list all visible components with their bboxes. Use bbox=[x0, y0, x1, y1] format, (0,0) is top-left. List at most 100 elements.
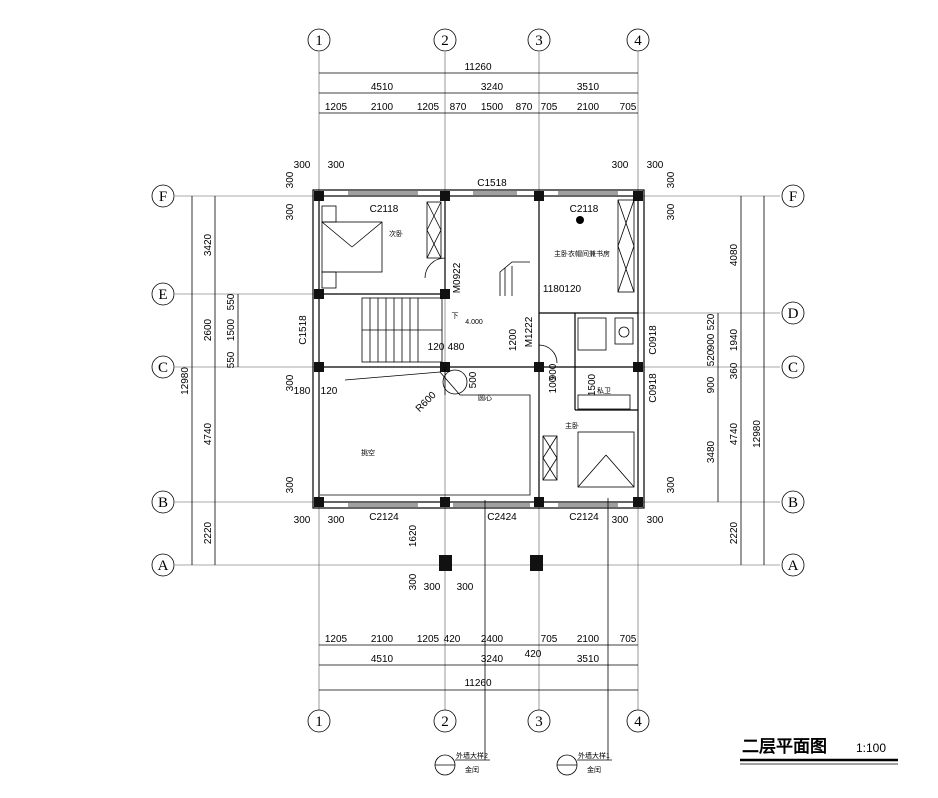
dim-bottom-bay-2: 3240 bbox=[481, 654, 504, 665]
label-void: 挑空 bbox=[361, 448, 375, 457]
label-down: 下 bbox=[452, 312, 459, 320]
dim-left-c-120: 120 bbox=[321, 386, 338, 397]
code-c1518-left: C1518 bbox=[298, 315, 309, 345]
detail-left-sub: 金闰 bbox=[465, 765, 479, 774]
dim-top-detail-6: 870 bbox=[516, 102, 533, 113]
code-c2124-left: C2124 bbox=[369, 512, 399, 523]
dim-top-detail-7: 705 bbox=[541, 102, 558, 113]
dim-corner-tl-4: 300 bbox=[285, 203, 296, 220]
axis-label-F-right: F bbox=[789, 189, 797, 205]
dim-center-1180120: 1180120 bbox=[543, 284, 582, 295]
axis-bubbles-top: 1 2 3 4 bbox=[307, 28, 650, 52]
axis-label-1-top: 1 bbox=[315, 33, 323, 49]
dim-right-bay-3: 360 bbox=[729, 362, 740, 379]
dim-top-detail-9: 705 bbox=[620, 102, 637, 113]
dim-center-500: 500 bbox=[468, 371, 479, 388]
detail-right-text: 外墙大样1 bbox=[578, 751, 610, 760]
dim-top-detail-2: 2100 bbox=[371, 102, 394, 113]
dim-top-detail-5: 1500 bbox=[481, 102, 504, 113]
dim-top-bay-3: 3510 bbox=[577, 82, 600, 93]
dim-left-bay-1: 3420 bbox=[203, 233, 214, 256]
dim-left-total: 12980 bbox=[180, 367, 191, 395]
drawing-title: 二层平面图 1:100 bbox=[740, 737, 898, 765]
axis-label-4-top: 4 bbox=[634, 33, 642, 49]
dim-right-bay-5: 2220 bbox=[729, 521, 740, 544]
room-labels: 次卧 主卧衣帽间兼书房 挑空 主卧 私卫 下 4.000 圆心 bbox=[361, 229, 611, 457]
dim-right-bay-1: 4080 bbox=[729, 243, 740, 266]
axis-label-A-left: A bbox=[158, 558, 169, 574]
label-master-bed: 主卧 bbox=[565, 421, 579, 430]
code-c0918-b: C0918 bbox=[648, 373, 659, 403]
axis-label-1-bottom: 1 bbox=[315, 714, 323, 730]
dim-top-detail-8: 2100 bbox=[577, 102, 600, 113]
code-c0918-a: C0918 bbox=[648, 325, 659, 355]
dim-center-480: 480 bbox=[448, 342, 465, 353]
dim-corner-bl-1: 300 bbox=[285, 476, 296, 493]
dim-right-bay-2: 1940 bbox=[729, 328, 740, 351]
axis-label-4-bottom: 4 bbox=[634, 714, 642, 730]
dim-left-bay-3: 4740 bbox=[203, 422, 214, 445]
dim-bottom-1620: 1620 bbox=[408, 524, 419, 547]
dim-bottom-extra: 420 bbox=[525, 649, 542, 660]
dim-top-bay-2: 3240 bbox=[481, 82, 504, 93]
opening-codes: C1518 C2118 C2118 M0922 C1518 M1222 C091… bbox=[298, 178, 659, 523]
axis-label-3-bottom: 3 bbox=[535, 714, 543, 730]
dim-right-detail-3: 520 bbox=[706, 313, 717, 330]
dim-bottom-detail-2: 2100 bbox=[371, 634, 394, 645]
dim-right-detail-4: 900 bbox=[706, 333, 717, 350]
dim-corner-tl-3: 300 bbox=[285, 171, 296, 188]
axis-label-2-bottom: 2 bbox=[441, 714, 449, 730]
axis-label-A-right: A bbox=[788, 558, 799, 574]
dimensions-top: 11260 4510 3240 3510 1205 2100 1205 870 … bbox=[319, 62, 638, 114]
label-private-bath: 私卫 bbox=[597, 386, 611, 395]
detail-references: 外墙大样2 金闰 外墙大样1 金闰 bbox=[434, 498, 612, 776]
axis-label-E-left: E bbox=[158, 287, 167, 303]
label-master-suite: 主卧衣帽间兼书房 bbox=[554, 249, 610, 258]
dim-bottom-detail-8: 705 bbox=[620, 634, 637, 645]
axis-label-F-left: F bbox=[159, 189, 167, 205]
dim-left-c-180: 180 bbox=[294, 386, 311, 397]
dim-bottom-bay-3: 3510 bbox=[577, 654, 600, 665]
dim-top-detail-4: 870 bbox=[450, 102, 467, 113]
dim-left-detail-2: 1500 bbox=[226, 318, 237, 341]
dim-corner-br-3: 300 bbox=[666, 476, 677, 493]
code-m1222: M1222 bbox=[524, 316, 535, 347]
axis-label-B-left: B bbox=[158, 495, 168, 511]
code-c2118-left: C2118 bbox=[370, 204, 399, 215]
misc-dimensions: 300 300 300 300 300 300 300 300 300 180 … bbox=[285, 160, 677, 593]
axis-label-3-top: 3 bbox=[535, 33, 543, 49]
dim-left-detail-3: 550 bbox=[226, 351, 237, 368]
title-scale: 1:100 bbox=[856, 741, 886, 755]
dim-right-total: 12980 bbox=[752, 420, 763, 448]
dim-bath-1500: 1500 bbox=[587, 373, 598, 396]
dim-left-detail-1: 550 bbox=[226, 293, 237, 310]
title-main: 二层平面图 bbox=[742, 737, 827, 756]
dim-bottom-bay-1: 4510 bbox=[371, 654, 394, 665]
code-c1518-top: C1518 bbox=[477, 178, 507, 189]
dim-corner-tl-1: 300 bbox=[294, 160, 311, 171]
dim-top-bay-1: 4510 bbox=[371, 82, 394, 93]
detail-left-text: 外墙大样2 bbox=[456, 751, 488, 760]
dim-bottom-detail-5: 2400 bbox=[481, 634, 504, 645]
axis-bubbles-bottom: 1 2 3 4 bbox=[307, 709, 650, 733]
dim-left-bay-2: 2600 bbox=[203, 318, 214, 341]
dim-bottom-total: 11260 bbox=[464, 678, 492, 689]
axis-label-D-right: D bbox=[788, 306, 799, 322]
dim-top-detail-3: 1205 bbox=[417, 102, 440, 113]
dim-bottom-col-300c: 300 bbox=[457, 582, 474, 593]
dimensions-left: 12980 3420 2600 4740 2220 550 1500 550 bbox=[180, 196, 239, 565]
dim-bottom-detail-7: 2100 bbox=[577, 634, 600, 645]
axis-label-C-right: C bbox=[788, 360, 798, 376]
dim-center-120: 120 bbox=[428, 342, 445, 353]
dim-corner-tr-4: 300 bbox=[666, 203, 677, 220]
walls bbox=[312, 189, 645, 509]
code-c2118-right: C2118 bbox=[570, 204, 599, 215]
dim-right-bay-4: 4740 bbox=[729, 422, 740, 445]
dim-bottom-detail-4: 420 bbox=[444, 634, 461, 645]
dimensions-right: 12980 4080 1940 360 4740 2220 3480 900 5… bbox=[706, 196, 765, 565]
dim-corner-bl-3: 300 bbox=[328, 515, 345, 526]
dim-corner-br-2: 300 bbox=[647, 515, 664, 526]
dim-corner-br-1: 300 bbox=[612, 515, 629, 526]
dim-left-bay-4: 2220 bbox=[203, 521, 214, 544]
